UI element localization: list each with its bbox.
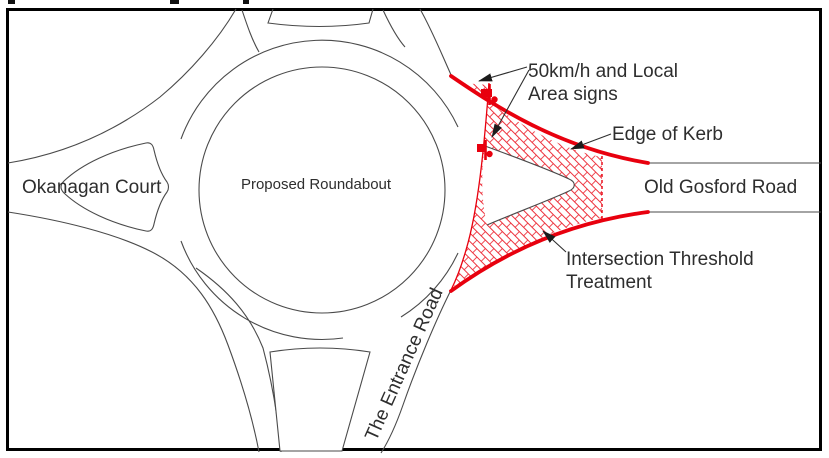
threshold-limit-line [450, 82, 490, 291]
top-right-corner-kerb [419, 8, 453, 78]
label-old-gosford-road: Old Gosford Road [644, 177, 797, 198]
top-leg-right-edge [382, 9, 406, 48]
label-threshold-line1: Intersection Threshold [566, 249, 754, 270]
road-linework [7, 8, 821, 454]
sign-disc [486, 150, 493, 158]
label-speed-signs-line2: Area signs [528, 84, 618, 105]
circulating-edge-arc-bottom [180, 240, 344, 341]
entrance-road-right-edge [380, 289, 452, 454]
central-island-circle [198, 66, 446, 314]
speed-sign-icon [481, 84, 498, 105]
caption-fragment [243, 0, 249, 4]
entrance-splitter-island [269, 347, 371, 452]
leader-threshold [542, 230, 567, 253]
leader-signs-upper [478, 66, 528, 82]
threshold-treatment [449, 74, 650, 293]
sign-plate [477, 144, 486, 152]
leader-edge-of-kerb [570, 133, 612, 150]
cropped-caption-remnant [8, 0, 249, 4]
leader-signs-lower [491, 69, 530, 138]
edge-of-kerb-bottom-red [449, 210, 650, 293]
label-proposed-roundabout: Proposed Roundabout [241, 176, 392, 193]
label-threshold-line2: Treatment [566, 272, 653, 293]
gosford-splitter-island-outline [484, 145, 575, 226]
label-speed-signs-line1: 50km/h and Local [528, 61, 678, 82]
circulating-edge-arc-top [180, 39, 459, 140]
label-edge-of-kerb: Edge of Kerb [612, 124, 723, 145]
circulating-edge-arc-southeast [400, 252, 459, 318]
label-okanagan-court: Okanagan Court [22, 177, 162, 198]
top-leg-left-edge [241, 9, 260, 53]
left-leg-top-kerb [7, 8, 237, 164]
caption-fragment [8, 0, 15, 4]
okanagan-splitter-island [60, 142, 170, 232]
edge-of-kerb-top-red [449, 74, 650, 165]
gosford-splitter-island-fill [482, 146, 575, 225]
caption-fragment [170, 0, 179, 4]
sign-disc [491, 96, 498, 103]
sign-plate [481, 89, 492, 97]
speed-sign-icon [477, 140, 493, 160]
top-splitter-island [267, 8, 374, 28]
left-leg-bottom-kerb [7, 211, 260, 453]
leader-lines [478, 66, 612, 253]
